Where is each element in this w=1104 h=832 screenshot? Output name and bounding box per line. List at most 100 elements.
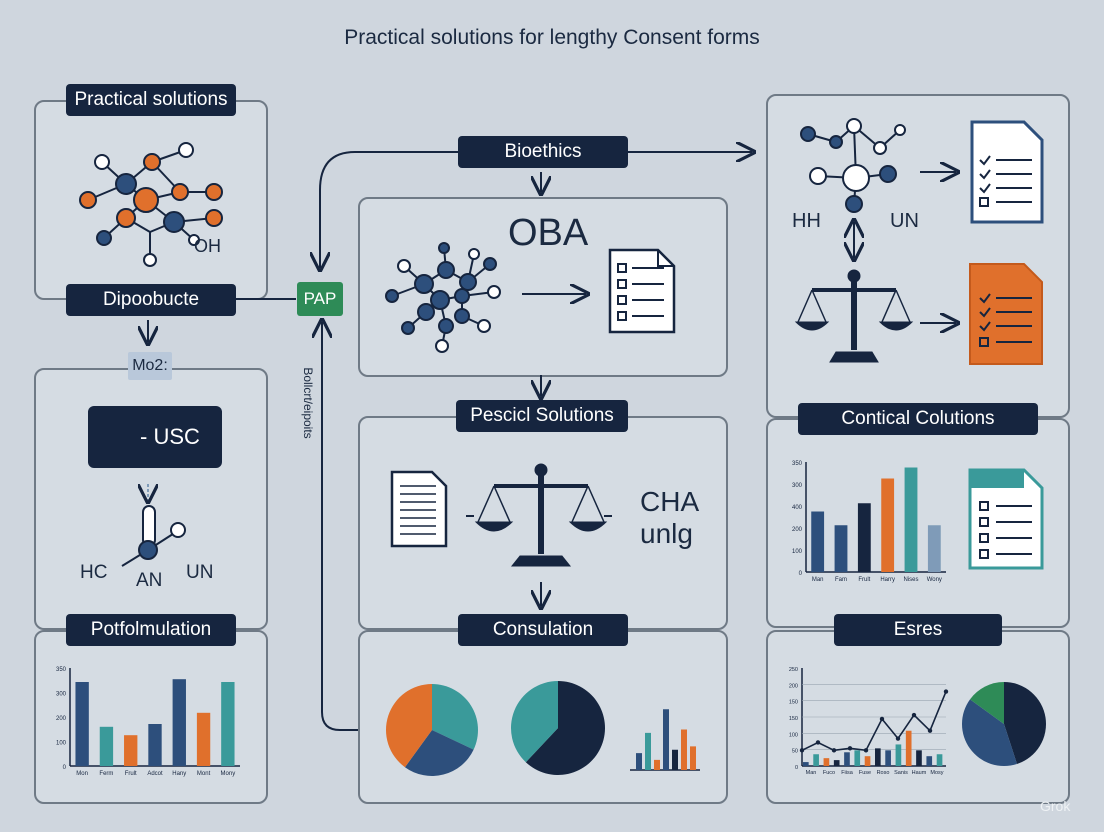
potfolmulation-chart-bar — [148, 724, 162, 766]
esres-pie-slice — [1004, 682, 1046, 764]
esres-chart-tick-label: 0 — [795, 765, 798, 771]
esres-chart-bar — [936, 754, 943, 766]
orange-checklist-document-icon — [969, 263, 1043, 365]
contical-chart-tick-label: 300 — [792, 483, 803, 489]
checklist-document-icon — [970, 120, 1044, 224]
esres-chart-bar — [844, 752, 850, 766]
practical-solutions-tag: Practical solutions — [66, 84, 236, 116]
hc-label: HC — [80, 562, 108, 583]
esres-chart-bar — [916, 750, 922, 766]
potfolmulation-chart-category-label: Hany — [172, 771, 186, 777]
esres-chart-tick-label: 250 — [789, 667, 798, 673]
scales-of-justice-icon — [474, 463, 608, 567]
esres-pie-slice — [970, 681, 1004, 724]
mini-chart-bar — [672, 749, 678, 770]
pescicl-solutions-tag: Pescicl Solutions — [456, 400, 628, 432]
esres-chart-category-label: Mosy — [930, 770, 943, 776]
oba-molecule-icon — [385, 242, 501, 353]
potfolmulation-chart-tick-label: 100 — [56, 741, 67, 747]
document-icon-oba — [608, 248, 676, 334]
contical-chart-tick-label: 200 — [792, 527, 803, 533]
un-right-label: UN — [890, 210, 919, 232]
contical-chart-tick-label: 350 — [792, 461, 803, 467]
potfolmulation-chart-category-label: Frult — [125, 771, 137, 777]
esres-pie-slice — [961, 699, 1017, 767]
esres-chart-tick-label: 50 — [792, 749, 798, 755]
contical-chart-tick-label: 0 — [799, 571, 803, 577]
consulation-pie-1-slice — [404, 730, 474, 777]
contical-colutions-tag: Contical Colutions — [798, 403, 1038, 435]
esres-chart-point — [863, 748, 869, 753]
esres-chart-bar — [895, 744, 902, 766]
esres-chart-bar — [854, 750, 861, 766]
esres-chart-tick-label: 100 — [789, 732, 798, 738]
potfolmulation-tag: Potfolmulation — [66, 614, 236, 646]
potfolmulation-chart-category-label: Mony — [221, 771, 236, 777]
molecule-icon — [79, 142, 223, 267]
esres-chart-point — [879, 716, 885, 722]
esres-chart-line — [801, 691, 947, 752]
page-title: Practical solutions for lengthy Consent … — [344, 26, 760, 49]
contical-chart-tick-label: 400 — [792, 505, 803, 511]
esres-chart-tick-label: 200 — [789, 683, 798, 689]
esres-chart-bar — [885, 750, 891, 766]
consulation-pie-1-slice — [385, 684, 432, 768]
mo2-label: Mo2: — [128, 352, 172, 380]
unlg-label: unlg — [640, 518, 693, 549]
mini-chart-bar — [681, 729, 687, 770]
connector-arrows — [148, 152, 956, 731]
potfolmulation-chart-tick-label: 350 — [56, 667, 67, 673]
contical-chart-category-label: Nises — [903, 577, 918, 583]
cha-label: CHA — [640, 486, 700, 517]
pap-badge: PAP — [297, 282, 343, 316]
small-molecule-icon — [121, 505, 186, 567]
mini-chart-bar — [636, 753, 642, 770]
potfolmulation-chart-tick-label: 200 — [56, 716, 67, 722]
consulation-pie-2-slice — [525, 681, 605, 775]
hh-label: HH — [792, 210, 821, 232]
potfolmulation-chart-bar — [75, 682, 89, 766]
esres-chart-bar — [864, 756, 871, 766]
dipoobucte-tag: Dipoobucte — [66, 284, 236, 316]
mini-chart-bar — [645, 732, 651, 770]
contical-chart-bar — [811, 511, 825, 572]
esres-chart-point — [895, 736, 901, 741]
potfolmulation-chart-category-label: Mon — [76, 771, 88, 777]
esres-chart-category-label: Fuco — [823, 770, 835, 776]
esres-chart-point — [799, 748, 805, 753]
document-icon-pescicl — [390, 470, 448, 548]
esres-chart-tick-label: 150 — [789, 716, 798, 722]
mini-chart-bar — [690, 746, 696, 770]
contical-chart-tick-label: 100 — [792, 549, 803, 555]
mini-chart-bar — [663, 709, 669, 770]
esres-chart-bar — [803, 762, 809, 766]
consulation-pie-2-slice — [510, 681, 558, 763]
potfolmulation-chart-bar — [196, 712, 211, 766]
contical-chart-category-label: Fam — [835, 577, 847, 583]
potfolmulation-chart-bar — [172, 679, 186, 766]
contical-chart-bar — [881, 478, 895, 572]
esres-chart-point — [847, 746, 853, 751]
an-label: AN — [136, 570, 163, 591]
potfolmulation-chart-category-label: Adcot — [147, 771, 163, 777]
potfolmulation-chart-category-label: Ferm — [99, 771, 113, 777]
esres-chart-bar — [813, 754, 819, 766]
potfolmulation-chart-bar — [221, 682, 235, 766]
watermark: Grok — [1040, 798, 1071, 814]
contical-chart-category-label: Harry — [880, 577, 895, 583]
esres-chart-bar — [823, 758, 830, 766]
contical-chart-bar — [927, 525, 941, 572]
esres-chart-point — [831, 748, 837, 753]
potfolmulation-chart-tick-label: 0 — [63, 765, 67, 771]
potfolmulation-chart-bar — [99, 726, 114, 766]
esres-chart-bar — [875, 748, 881, 766]
esres-chart-point — [911, 712, 917, 718]
esres-chart-point — [943, 689, 949, 694]
teal-checklist-document-icon — [968, 468, 1044, 570]
esres-chart-point — [927, 728, 933, 733]
contical-chart-bar — [857, 503, 871, 572]
esres-chart-point — [815, 740, 821, 745]
contical-chart-bar — [834, 525, 848, 572]
